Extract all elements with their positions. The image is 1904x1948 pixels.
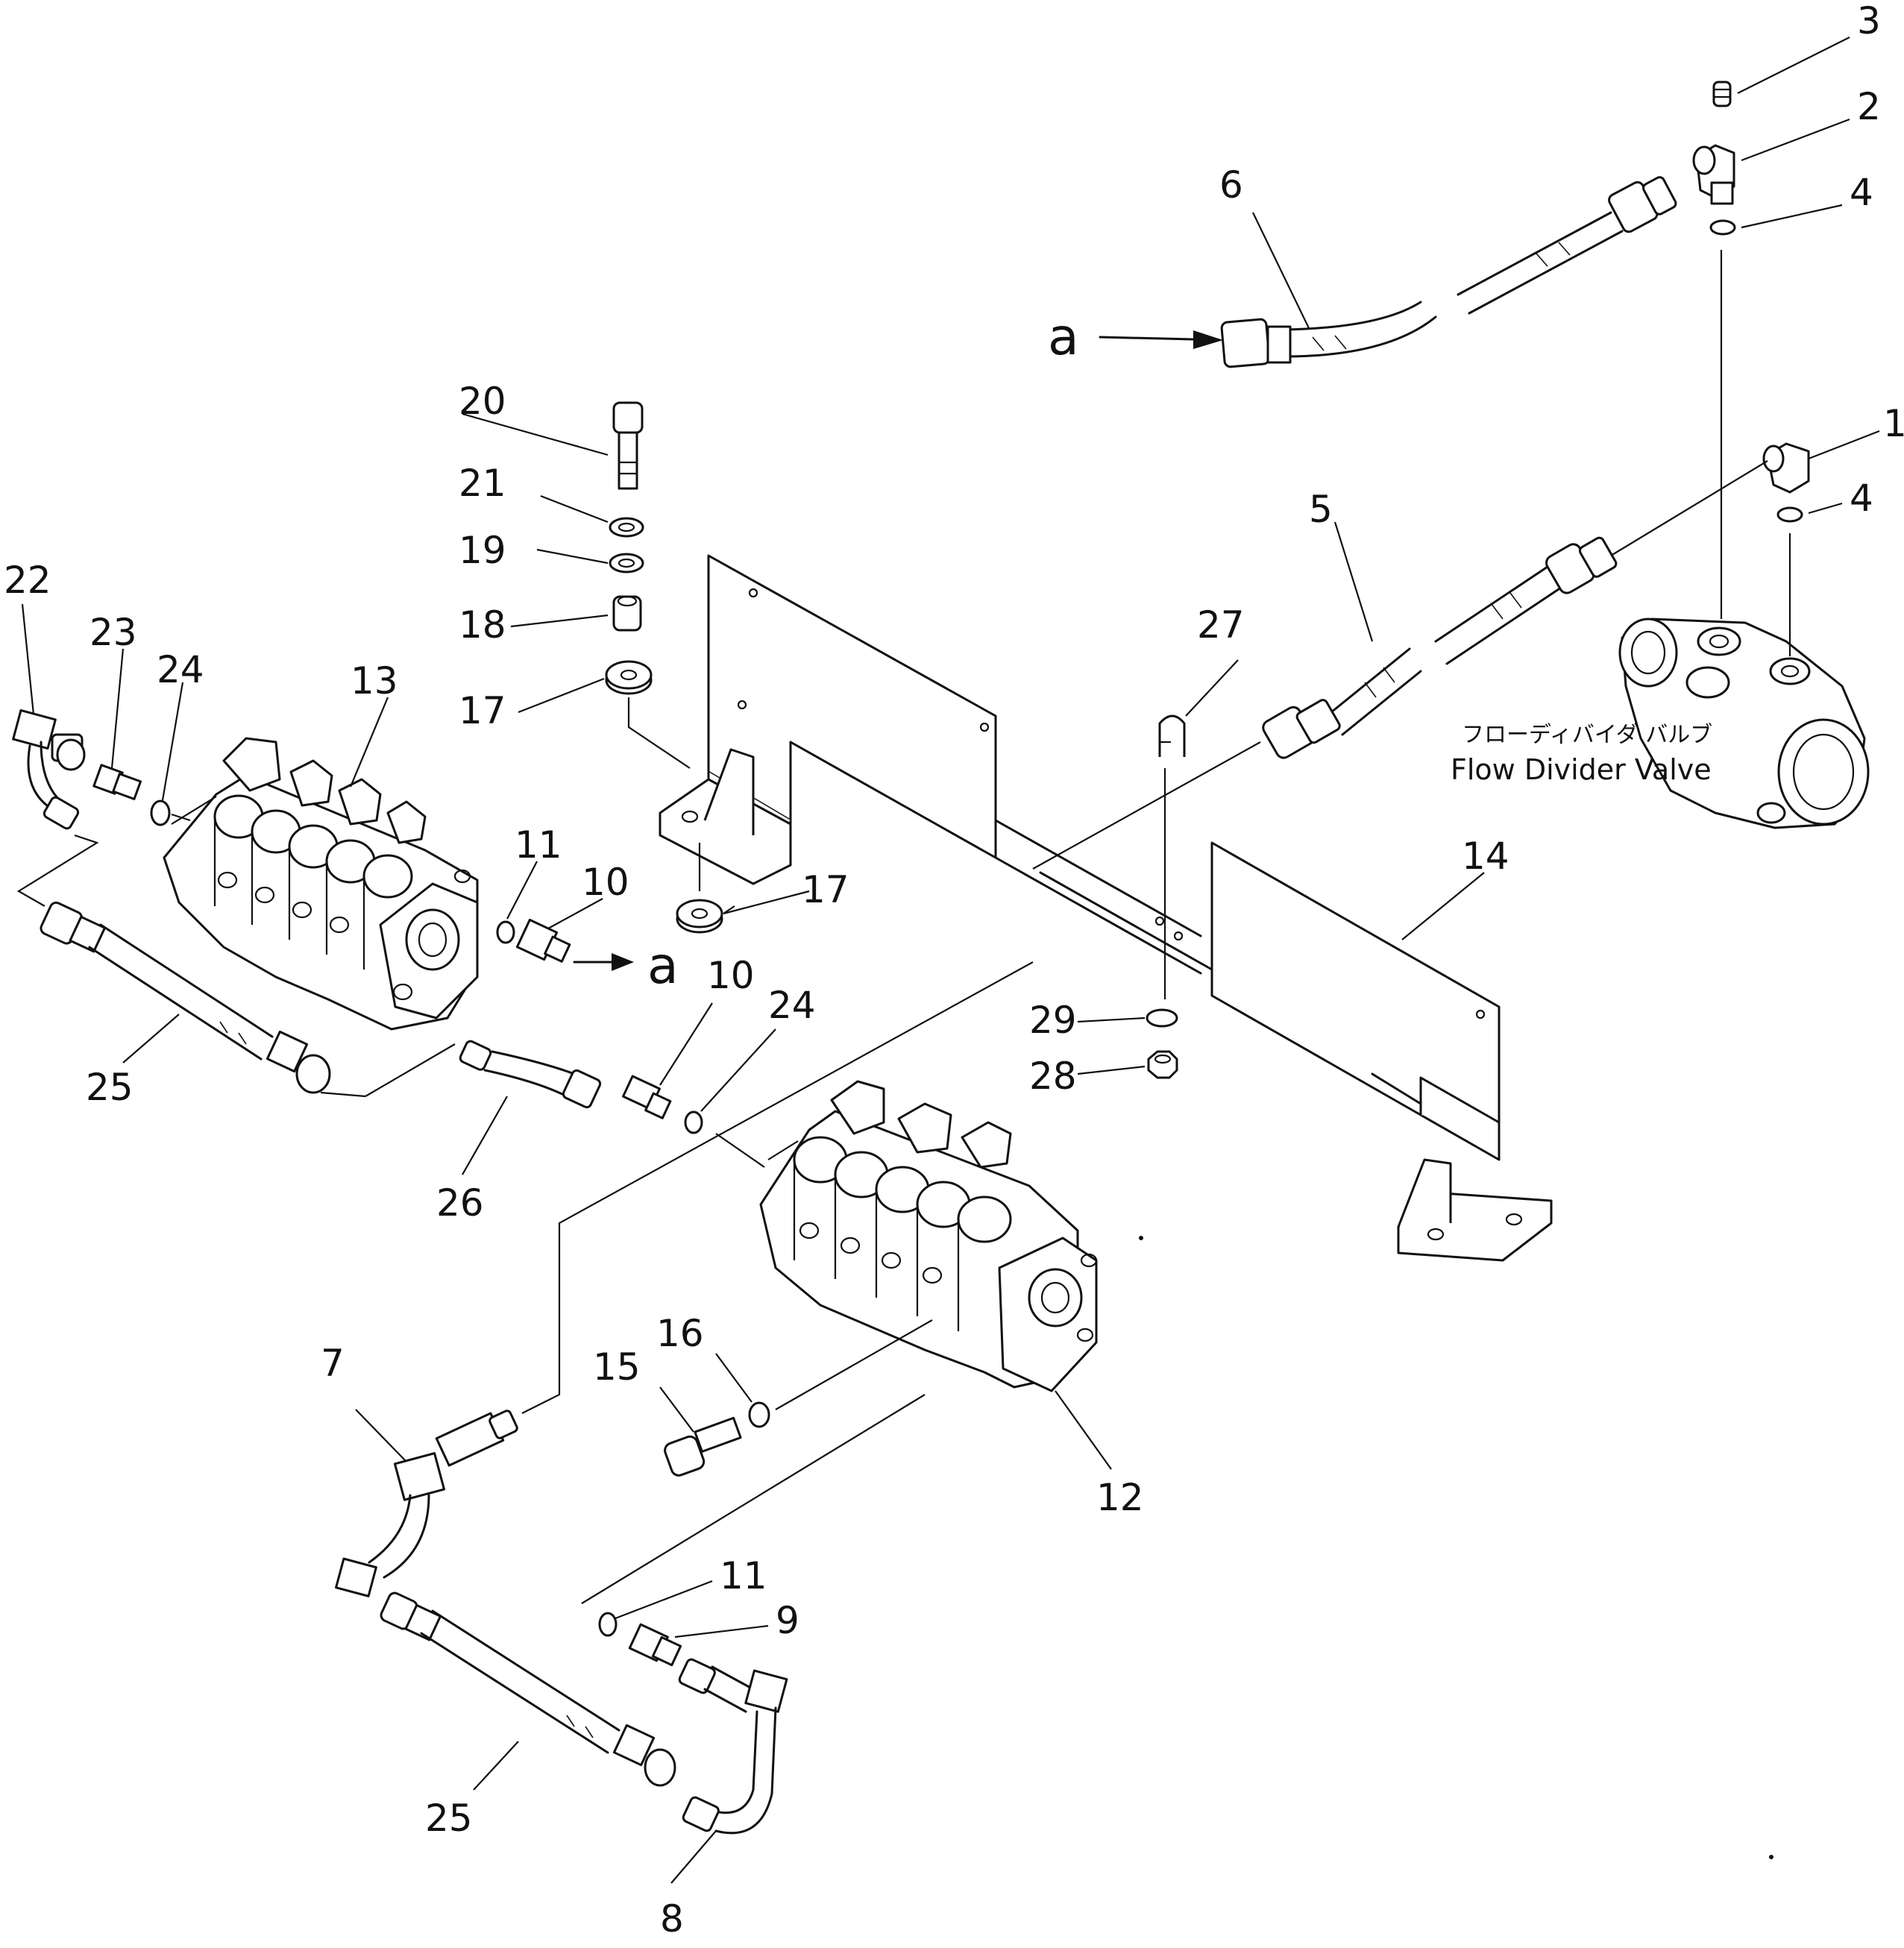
label-4-lower: 4 [1850, 477, 1873, 520]
lock-washer-21 [609, 517, 644, 538]
label-6: 6 [1219, 163, 1243, 207]
label-3: 3 [1857, 0, 1881, 43]
label-24-lower: 24 [768, 984, 816, 1027]
leader-lines [21, 37, 1880, 1884]
control-valve-13 [163, 737, 479, 1031]
caption-flow-divider-valve: Flow Divider Valve [1451, 753, 1712, 786]
lock-washer-16 [748, 1401, 770, 1428]
label-1: 1 [1883, 402, 1904, 445]
pipe-22 [12, 708, 86, 830]
label-a-top: a [1048, 308, 1079, 367]
mounting-bracket-frame [659, 554, 1553, 1262]
adapter-9 [628, 1623, 682, 1667]
o-ring-11-lower [598, 1612, 618, 1637]
label-12: 12 [1096, 1476, 1144, 1519]
collar-18 [612, 595, 642, 632]
label-15: 15 [593, 1345, 641, 1389]
label-8: 8 [660, 1897, 684, 1941]
bolt-20 [612, 401, 644, 490]
cushion-17-upper [605, 660, 653, 695]
label-29: 29 [1029, 999, 1077, 1042]
hose-25-lower [380, 1592, 676, 1787]
label-22: 22 [4, 559, 51, 602]
label-14: 14 [1462, 835, 1509, 878]
label-25-upper: 25 [86, 1066, 133, 1109]
pipe-26 [459, 1040, 602, 1109]
caption-japanese: フローディバイダ バルブ [1462, 722, 1712, 748]
o-ring-24-upper [150, 799, 171, 826]
label-9: 9 [776, 1599, 799, 1642]
pipe-7 [335, 1410, 518, 1597]
washer-29 [1146, 1008, 1178, 1028]
u-bolt-27 [1158, 714, 1186, 757]
o-ring-24-lower [684, 1110, 703, 1134]
label-21: 21 [459, 462, 506, 505]
label-a-mid: a [647, 937, 679, 996]
label-24-upper: 24 [157, 648, 204, 691]
o-ring-lower [1776, 506, 1803, 523]
label-28: 28 [1029, 1055, 1077, 1098]
label-23: 23 [89, 611, 137, 654]
nut-28 [1147, 1050, 1178, 1079]
label-13: 13 [351, 659, 398, 703]
hose-middle [1262, 536, 1618, 759]
label-25-lower: 25 [425, 1797, 473, 1840]
label-5: 5 [1309, 488, 1333, 531]
adapter-23 [92, 764, 142, 800]
cap-fitting [1712, 81, 1732, 107]
label-19: 19 [459, 529, 506, 572]
label-10-upper: 10 [582, 861, 629, 904]
label-17-lower: 17 [802, 868, 849, 911]
label-18: 18 [459, 603, 506, 647]
cushion-17-lower [676, 899, 723, 934]
label-11-upper: 11 [515, 823, 562, 867]
elbow-fitting-lower [1762, 442, 1810, 494]
label-27: 27 [1197, 603, 1245, 647]
adapter-10-lower [622, 1075, 672, 1119]
label-11-lower: 11 [720, 1554, 767, 1597]
arrow-to-a-top [1099, 330, 1223, 349]
hose-25-upper [40, 901, 331, 1094]
arrow-to-a-mid [573, 953, 634, 971]
hose-upper [1220, 176, 1677, 368]
label-20: 20 [459, 380, 506, 423]
label-2: 2 [1857, 85, 1881, 128]
elbow-fitting-upper [1692, 144, 1735, 205]
o-ring-upper [1709, 219, 1736, 236]
label-26: 26 [436, 1181, 484, 1225]
control-valve-12 [759, 1080, 1098, 1392]
adapter-10-upper [515, 918, 571, 963]
label-16: 16 [656, 1312, 704, 1355]
pipe-8 [678, 1658, 788, 1835]
label-4-upper: 4 [1850, 171, 1873, 214]
flow-divider-valve [1618, 618, 1870, 829]
label-17-upper: 17 [459, 689, 506, 732]
part-labels: 3 2 4 1 4 6 a 5 27 20 21 19 18 17 17 14 … [4, 0, 1904, 1941]
o-ring-11-upper [496, 920, 515, 944]
label-7: 7 [321, 1342, 345, 1385]
label-10-lower: 10 [707, 954, 755, 997]
washer-19 [609, 553, 644, 574]
bolt-15 [664, 1416, 742, 1477]
